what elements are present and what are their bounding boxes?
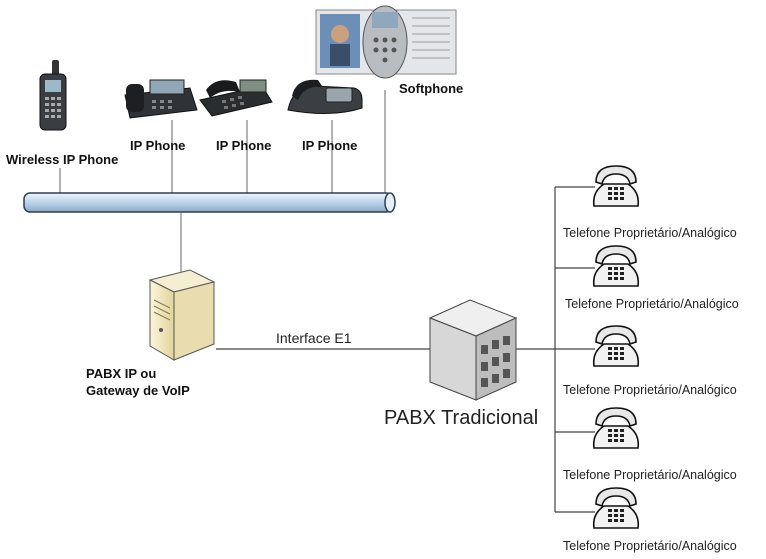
ip-phone-3-icon (287, 79, 363, 115)
analog-phone-icon (592, 165, 640, 207)
analog-phone-label: Telefone Proprietário/Analógico (563, 383, 737, 397)
analog-phone-label: Telefone Proprietário/Analógico (565, 297, 739, 311)
analog-phone-icon (592, 487, 640, 529)
ip-phone-1-label: IP Phone (130, 138, 186, 153)
softphone-icon (315, 5, 457, 79)
pabx-ip-label-1: PABX IP ou (86, 366, 157, 381)
wireless-phone-label: Wireless IP Phone (6, 152, 119, 167)
analog-phone-label: Telefone Proprietário/Analógico (563, 539, 737, 553)
e1-interface-label: Interface E1 (276, 330, 352, 346)
analog-phone-icon (592, 407, 640, 449)
pabx-ip-label-2: Gateway de VoIP (86, 383, 190, 398)
analog-phone-icon (592, 325, 640, 367)
ip-phone-2-icon (199, 79, 273, 117)
pabx-box-icon (428, 299, 518, 401)
analog-phone-icon (592, 245, 640, 287)
softphone-label: Softphone (399, 81, 464, 96)
device-drop-lines (59, 90, 386, 193)
analog-trunk-lines (515, 186, 595, 513)
analog-phone-label: Telefone Proprietário/Analógico (563, 468, 737, 482)
ip-phone-2-label: IP Phone (216, 138, 272, 153)
network-bus (23, 192, 396, 213)
pabx-trad-label: PABX Tradicional (384, 407, 539, 429)
ip-phone-3-label: IP Phone (302, 138, 358, 153)
wireless-phone-icon (39, 60, 67, 131)
ip-phone-1-icon (124, 79, 198, 119)
analog-phone-label: Telefone Proprietário/Analógico (563, 226, 737, 240)
server-icon (148, 269, 216, 361)
